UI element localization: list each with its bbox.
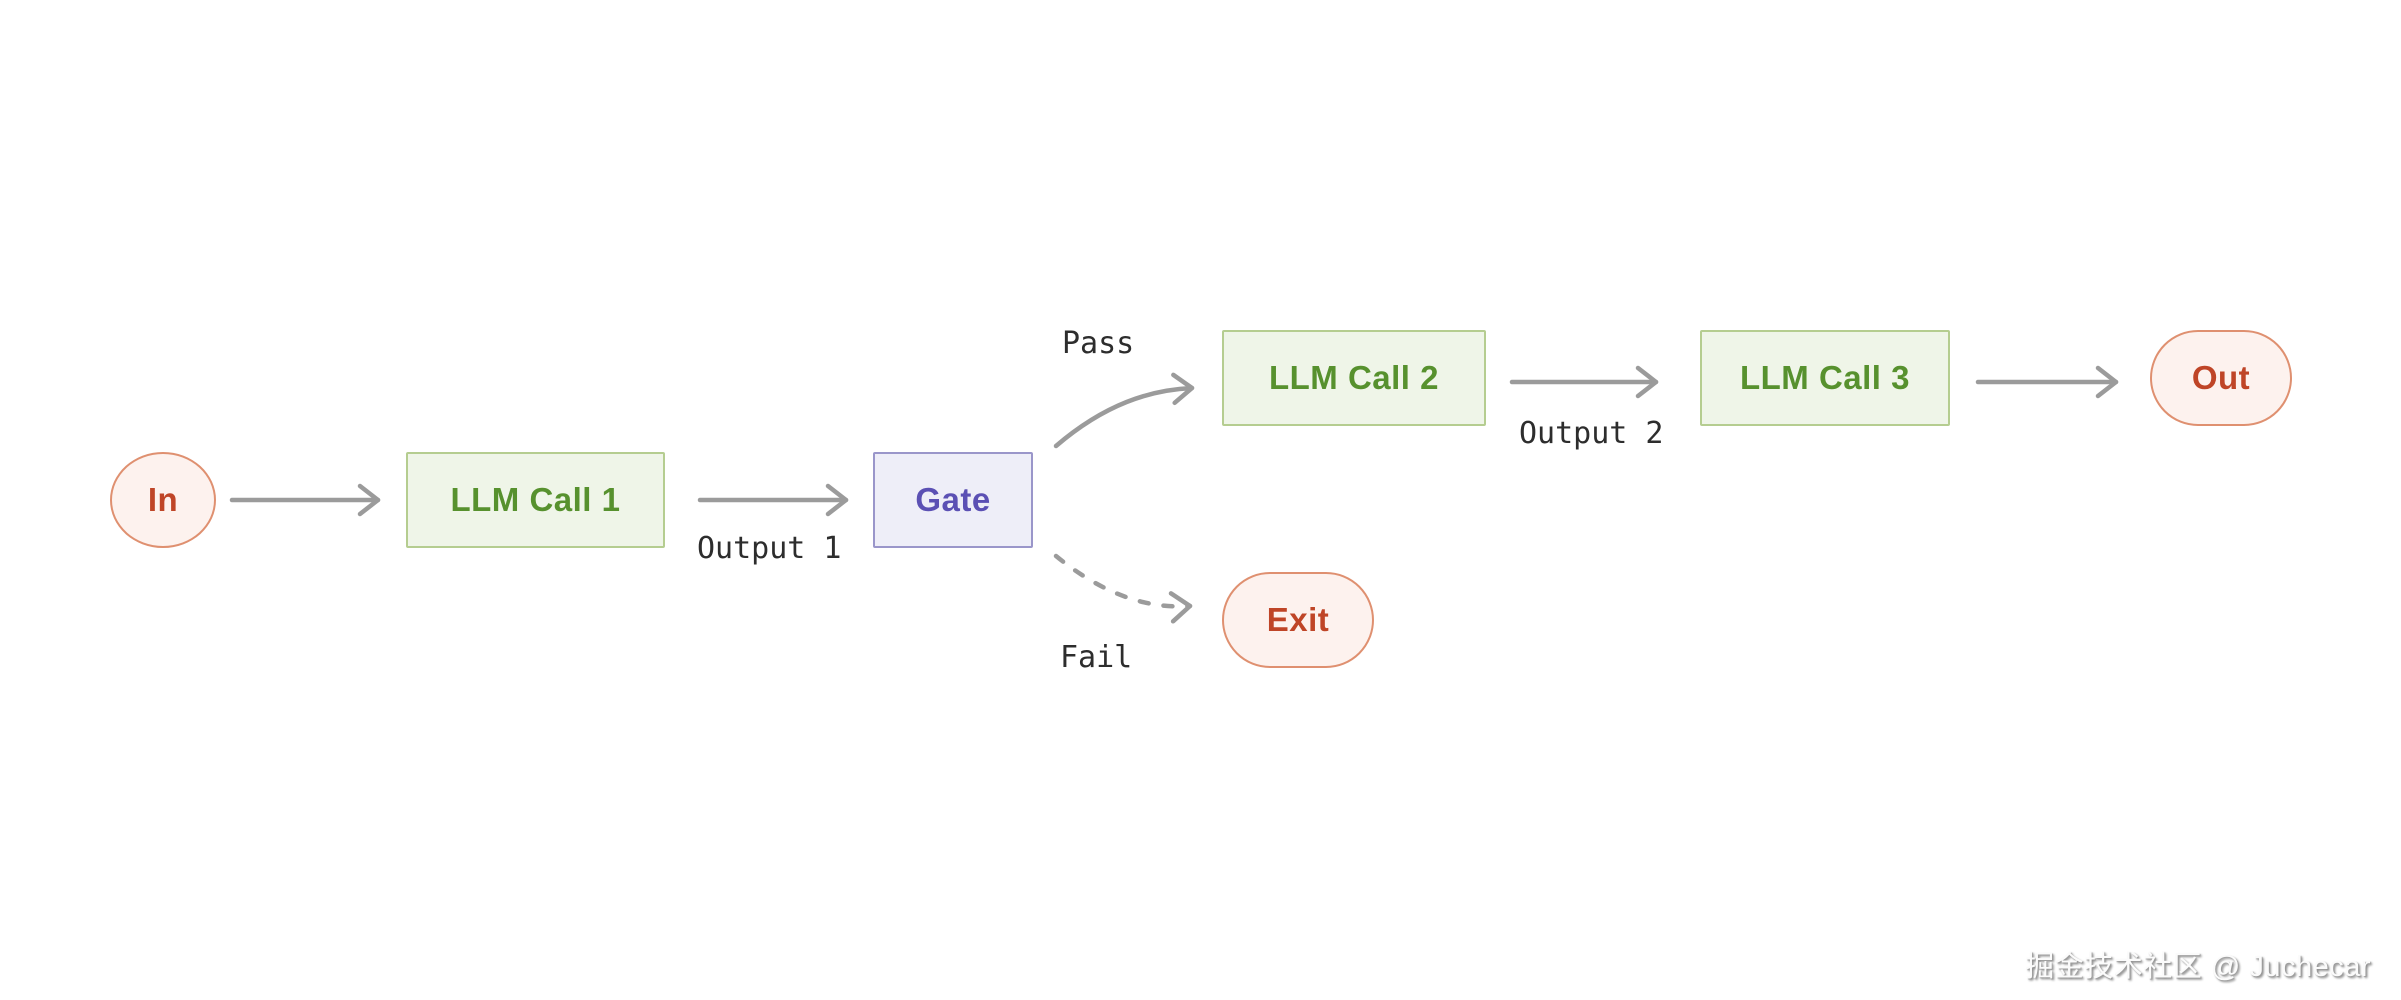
node-out: Out — [2150, 330, 2292, 426]
node-gate: Gate — [873, 452, 1033, 548]
node-llm-call-3: LLM Call 3 — [1700, 330, 1950, 426]
arrow-gate-to-llm2-pass — [1053, 372, 1195, 449]
edge-label-pass: Pass — [1062, 326, 1135, 361]
node-llm-call-2: LLM Call 2 — [1222, 330, 1486, 426]
watermark: 掘金技术社区 @ Juchecar — [2025, 951, 2371, 983]
arrow-gate-to-exit-fail — [1053, 553, 1193, 624]
node-exit: Exit — [1222, 572, 1374, 668]
edge-label-output-2: Output 2 — [1519, 416, 1664, 451]
node-llm-call-1: LLM Call 1 — [406, 452, 665, 548]
edge-label-fail: Fail — [1060, 640, 1133, 675]
edge-label-output-1: Output 1 — [697, 531, 842, 566]
node-in: In — [110, 452, 216, 548]
